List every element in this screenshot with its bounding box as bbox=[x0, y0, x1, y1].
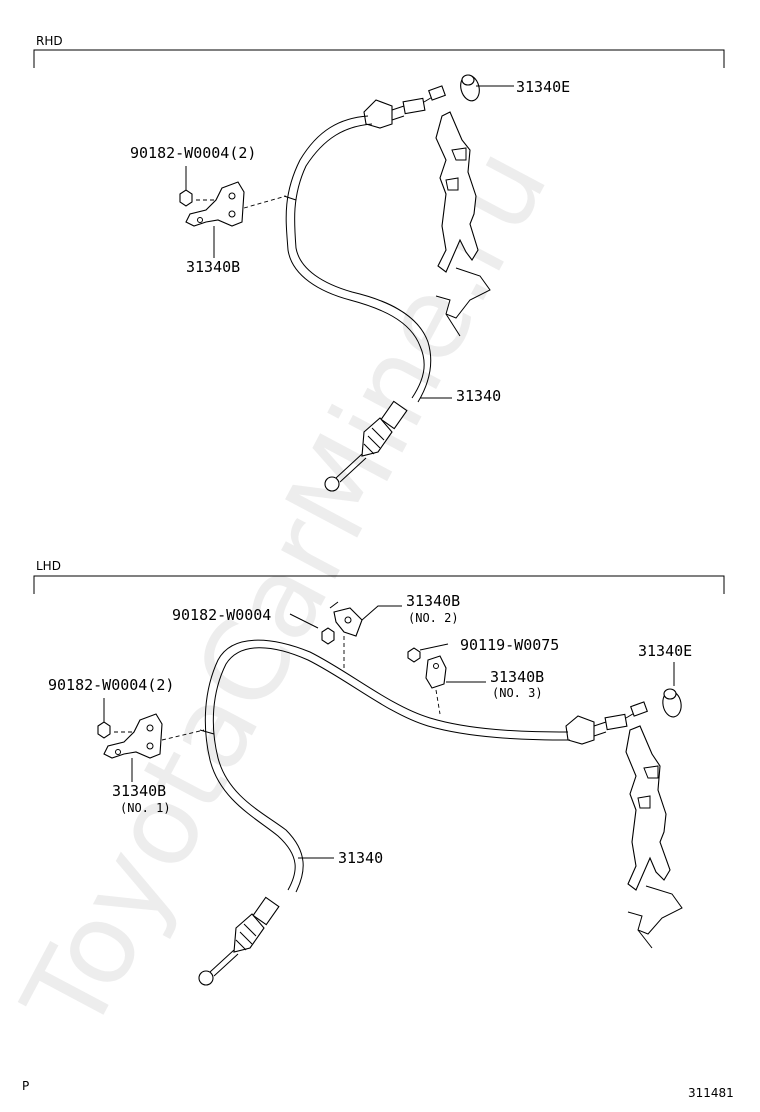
rhd-cable bbox=[285, 115, 425, 399]
lhd-label-90182-single: 90182-W0004 bbox=[172, 606, 271, 624]
lhd-section-bracket bbox=[33, 575, 725, 594]
lhd-label-31340B-no2: 31340B bbox=[406, 592, 460, 610]
rhd-section-bracket bbox=[33, 49, 725, 68]
lhd-note-no3: (NO. 3) bbox=[492, 686, 543, 700]
lhd-label-31340E: 31340E bbox=[638, 642, 692, 660]
lhd-section: LHD 90182-W0004 31340B (NO. 2) 90119-W00… bbox=[33, 559, 725, 986]
rhd-label-31340B: 31340B bbox=[186, 258, 240, 276]
rhd-label-31340E: 31340E bbox=[516, 78, 570, 96]
rhd-cable-outer bbox=[294, 123, 432, 403]
rhd-grommet bbox=[460, 74, 492, 102]
lhd-leader-90182-single bbox=[289, 613, 319, 629]
lhd-cable-upper-end bbox=[565, 701, 648, 745]
lhd-section-title: LHD bbox=[36, 559, 61, 573]
lhd-cable bbox=[204, 639, 569, 891]
rhd-mount-plate bbox=[435, 111, 491, 337]
lhd-bolt-90119 bbox=[407, 647, 421, 663]
lhd-label-31340: 31340 bbox=[338, 849, 383, 867]
lhd-bolt-top bbox=[321, 627, 335, 645]
lhd-grommet bbox=[662, 688, 682, 718]
lhd-note-no1: (NO. 1) bbox=[120, 801, 171, 815]
lhd-bracket-no3 bbox=[425, 655, 447, 689]
lhd-dash-no1 bbox=[114, 729, 205, 741]
footer-left: P bbox=[22, 1079, 29, 1093]
rhd-cable-lower-end bbox=[324, 400, 408, 492]
lhd-leader-31340B-no2 bbox=[361, 605, 402, 621]
rhd-label-31340: 31340 bbox=[456, 387, 501, 405]
lhd-leader-90119 bbox=[419, 643, 449, 651]
rhd-bolt bbox=[179, 189, 193, 207]
lhd-bracket-no2 bbox=[329, 601, 363, 637]
rhd-bracket-31340B bbox=[185, 181, 245, 227]
lhd-label-31340B-no3: 31340B bbox=[490, 668, 544, 686]
watermark: ToyotaCarMine.ru bbox=[0, 128, 573, 1054]
rhd-label-90182: 90182-W0004(2) bbox=[130, 144, 256, 162]
rhd-section-title: RHD bbox=[36, 34, 63, 48]
lhd-bracket-no1 bbox=[103, 713, 163, 759]
footer-right: 311481 bbox=[688, 1086, 734, 1100]
lhd-dash-no3 bbox=[435, 689, 441, 715]
lhd-cable-lower-end bbox=[198, 896, 280, 986]
lhd-label-90119: 90119-W0075 bbox=[460, 636, 559, 654]
lhd-mount-plate bbox=[625, 725, 683, 949]
rhd-dash bbox=[196, 195, 287, 209]
lhd-cable-outer bbox=[212, 647, 571, 893]
lhd-bolt-left bbox=[97, 721, 111, 739]
lhd-label-31340B-no1: 31340B bbox=[112, 782, 166, 800]
rhd-cable-upper-end bbox=[363, 85, 446, 129]
rhd-section: RHD 31340E bbox=[33, 34, 725, 492]
lhd-label-90182-double: 90182-W0004(2) bbox=[48, 676, 174, 694]
lhd-note-no2: (NO. 2) bbox=[408, 611, 459, 625]
